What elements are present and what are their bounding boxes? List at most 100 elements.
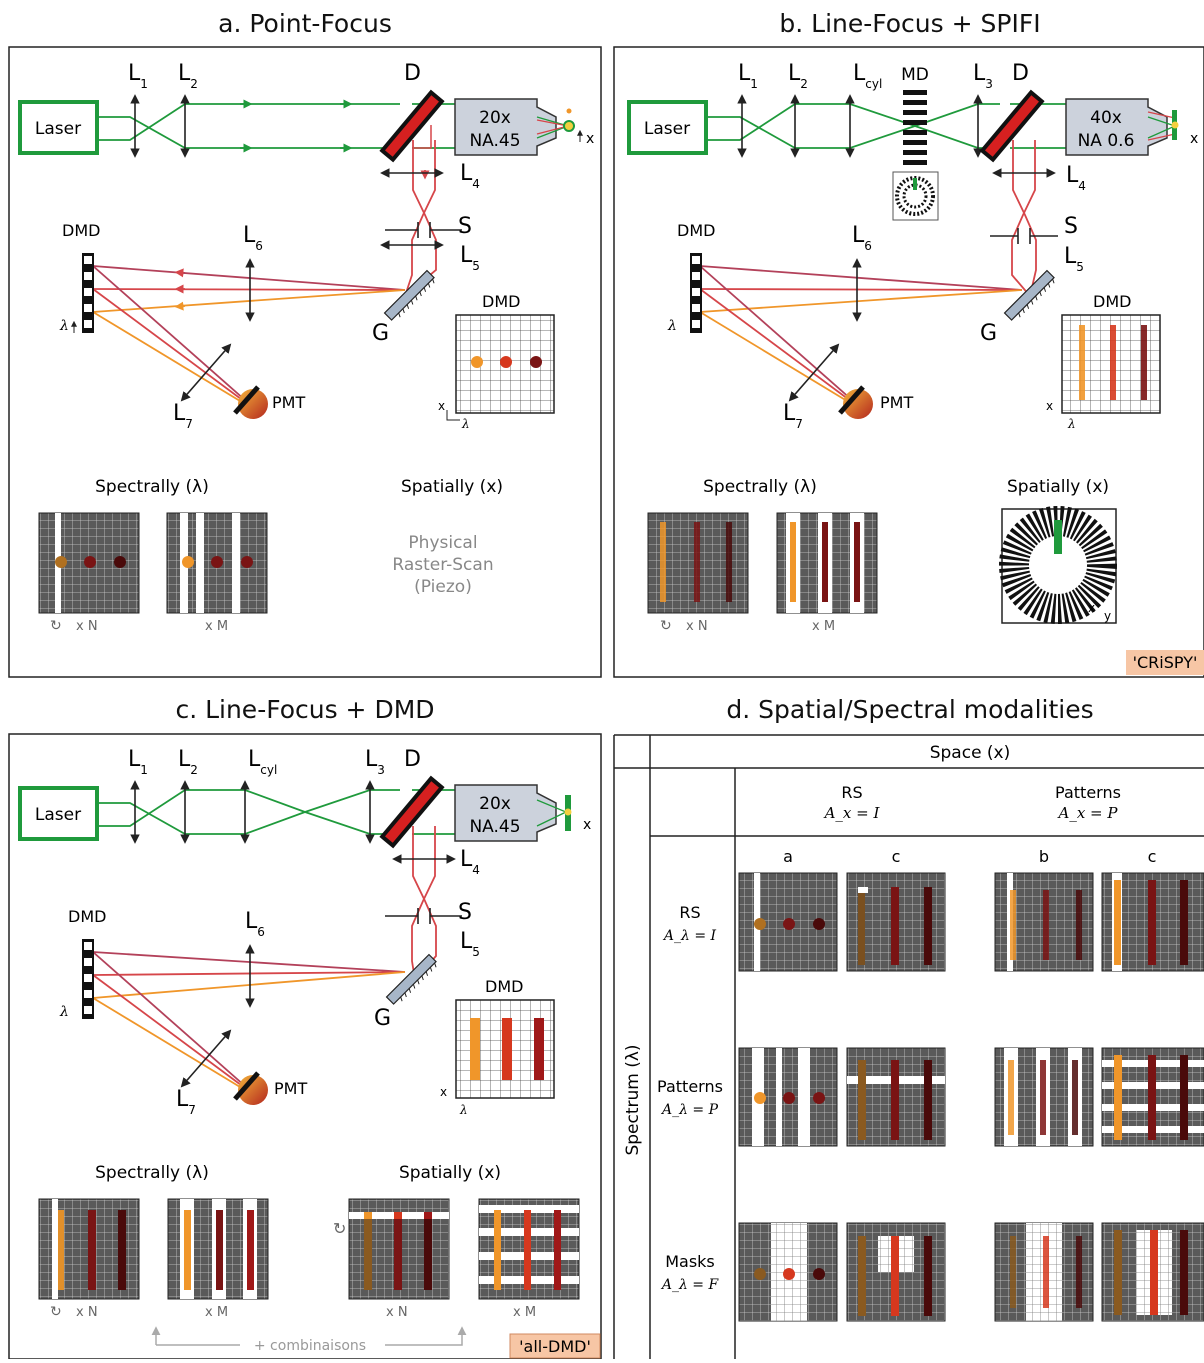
spectral-grid-m <box>166 512 268 614</box>
svg-text:L7: L7 <box>783 401 803 431</box>
cell-rs-c <box>846 872 946 972</box>
spectral-grid-m <box>776 512 878 614</box>
objective: 20x NA.45 x <box>454 784 591 842</box>
svg-text:λ: λ <box>1067 417 1076 431</box>
svg-text:L7: L7 <box>173 401 193 431</box>
panel-a-title: a. Point-Focus <box>218 9 392 38</box>
svg-text:L4: L4 <box>460 847 480 877</box>
slit <box>385 222 462 238</box>
svg-text:Lcyl: Lcyl <box>248 747 277 777</box>
dispersed-rays <box>92 265 406 405</box>
svg-text:PMT: PMT <box>272 393 305 412</box>
svg-text:x: x <box>440 1085 447 1099</box>
svg-text:L5: L5 <box>460 929 480 959</box>
panel-c-title: c. Line-Focus + DMD <box>175 695 434 724</box>
raster-line3: (Piezo) <box>414 577 472 597</box>
svg-text:x N: x N <box>686 619 708 634</box>
dmd-bar <box>82 253 94 333</box>
dichroic-label: D <box>404 61 421 86</box>
svg-text:DMD: DMD <box>485 977 523 996</box>
svg-text:L7: L7 <box>176 1087 196 1117</box>
svg-text:x: x <box>1088 601 1095 615</box>
svg-text:L6: L6 <box>852 223 872 253</box>
panel-d-title: d. Spatial/Spectral modalities <box>726 695 1093 724</box>
svg-text:Spectrally (λ): Spectrally (λ) <box>703 477 817 497</box>
svg-text:x: x <box>438 399 445 413</box>
svg-text:b: b <box>1039 847 1049 866</box>
svg-text:G: G <box>980 321 997 346</box>
all-dmd-badge <box>509 1333 601 1359</box>
svg-text:G: G <box>372 321 389 346</box>
laser-box <box>18 786 99 841</box>
spatial-grid-n <box>348 1198 450 1300</box>
repeat-icon: ↻ <box>660 618 672 634</box>
spectral-grid-n <box>38 512 140 614</box>
svg-text:L1: L1 <box>128 747 148 777</box>
svg-text:Spectrally (λ): Spectrally (λ) <box>95 1163 209 1183</box>
svg-text:S: S <box>1064 214 1078 239</box>
svg-text:L2: L2 <box>178 61 198 91</box>
dichroic-mirror <box>979 89 1045 163</box>
svg-text:DMD: DMD <box>482 292 520 311</box>
svg-text:a: a <box>783 847 793 866</box>
svg-text:x N: x N <box>76 1305 98 1320</box>
svg-text:PMT: PMT <box>880 393 913 412</box>
combinations-arrow <box>151 1326 467 1346</box>
svg-text:λ: λ <box>461 417 470 431</box>
svg-text:D: D <box>1012 61 1029 86</box>
modulation-disk <box>892 90 939 221</box>
svg-text:c: c <box>892 847 901 866</box>
cell-patterns-c <box>846 1047 946 1147</box>
panel-b-frame <box>613 46 1204 678</box>
svg-text:PMT: PMT <box>274 1079 307 1098</box>
svg-text:x N: x N <box>386 1305 408 1320</box>
panel-a: a. Point-Focus Laser L1 L2 D 20x NA.45 <box>8 9 602 678</box>
lens-l7 <box>788 343 840 402</box>
dmd-bar <box>690 253 702 333</box>
svg-text:y: y <box>1104 609 1111 623</box>
svg-text:+ combinaisons: + combinaisons <box>254 1338 366 1354</box>
svg-text:G: G <box>374 1006 391 1031</box>
svg-text:NA.45: NA.45 <box>469 131 520 151</box>
repeat-icon: ↻ <box>333 1219 346 1238</box>
svg-text:A_x = I: A_x = I <box>823 804 881 822</box>
svg-text:x: x <box>1046 399 1053 413</box>
svg-text:NA 0.6: NA 0.6 <box>1078 131 1135 151</box>
svg-text:Patterns: Patterns <box>657 1077 723 1096</box>
svg-text:20x: 20x <box>479 108 511 128</box>
cell-patterns-b <box>994 1047 1094 1147</box>
cell-masks-c <box>846 1222 946 1322</box>
svg-text:Laser: Laser <box>35 805 81 825</box>
svg-text:x M: x M <box>205 619 228 634</box>
spectral-grid-m <box>167 1198 269 1300</box>
svg-text:λ: λ <box>459 1103 468 1117</box>
slit <box>385 908 462 924</box>
svg-text:L3: L3 <box>973 61 993 91</box>
panel-d: d. Spatial/Spectral modalities Space (x)… <box>613 695 1204 1359</box>
raster-line2: Raster-Scan <box>392 555 493 575</box>
l1-label: L <box>128 61 141 86</box>
cell-masks-b <box>994 1222 1094 1322</box>
svg-text:Spectrum (λ): Spectrum (λ) <box>623 1044 643 1155</box>
svg-text:L4: L4 <box>460 161 480 191</box>
svg-text:MD: MD <box>901 65 929 85</box>
laser-label: Laser <box>35 119 81 139</box>
svg-text:x M: x M <box>513 1305 536 1320</box>
cell-patterns-a <box>738 1047 838 1147</box>
svg-text:c: c <box>1148 847 1157 866</box>
panel-c: c. Line-Focus + DMD Laser L1 L2 Lcyl L3 … <box>8 695 602 1360</box>
pmt-detector <box>233 385 268 419</box>
svg-text:L6: L6 <box>243 223 263 253</box>
svg-text:x: x <box>1190 131 1198 147</box>
svg-text:Masks: Masks <box>665 1252 715 1271</box>
modality-table <box>613 734 1204 1359</box>
objective: 40x NA 0.6 x <box>1065 98 1198 156</box>
svg-text:x: x <box>586 131 594 147</box>
objective: 20x NA.45 x <box>454 98 594 156</box>
svg-text:Spatially (x): Spatially (x) <box>1007 477 1109 497</box>
spectral-grid-n <box>38 1198 140 1300</box>
emission-beam <box>404 125 437 297</box>
svg-text:L5: L5 <box>1064 244 1084 274</box>
svg-text:DMD: DMD <box>62 221 100 240</box>
crispy-badge <box>1126 650 1204 675</box>
